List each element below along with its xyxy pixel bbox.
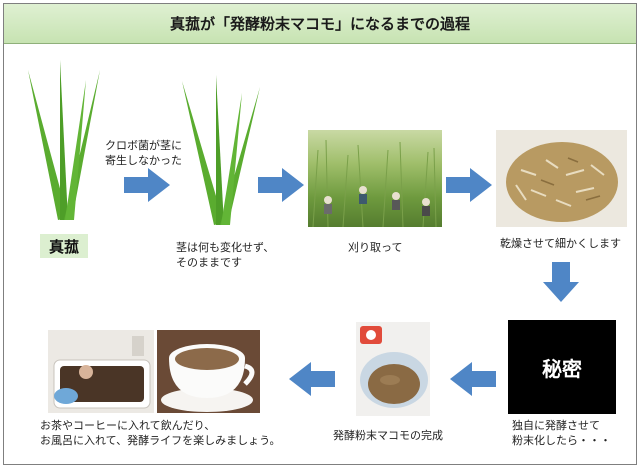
no-change-caption: 茎は何も変化せず、 そのままです: [176, 240, 274, 270]
arrow-left-icon: [289, 362, 335, 396]
kurobo-note-line1: クロボ菌が茎に: [105, 139, 182, 152]
arrow-left-icon: [450, 362, 496, 396]
no-change-line2: そのままです: [176, 256, 242, 269]
makomo-plant-illustration: [28, 60, 100, 220]
makomo-label: 真菰: [40, 234, 88, 258]
powder-bowl-photo: [356, 322, 430, 416]
harvest-photo: [308, 130, 442, 227]
dry-chop-caption: 乾燥させて細かくします: [500, 237, 621, 250]
page-title: 真菰が「発酵粉末マコモ」になるまでの過程: [169, 15, 470, 33]
unchanged-stem-illustration: [182, 75, 260, 225]
ferment-line2: 粉末化したら・・・: [512, 434, 611, 447]
kurobo-note-line2: 寄生しなかった: [105, 154, 182, 167]
ferment-line1: 独自に発酵させて: [512, 419, 600, 432]
usage-line1: お茶やコーヒーに入れて飲んだり、: [40, 419, 216, 432]
complete-caption: 発酵粉末マコモの完成: [333, 429, 443, 442]
arrow-right-icon: [446, 168, 492, 202]
harvest-caption: 刈り取って: [348, 241, 403, 254]
makomo-label-text: 真菰: [48, 237, 79, 256]
no-change-line1: 茎は何も変化せず、: [176, 241, 275, 254]
bath-photo: [48, 330, 154, 413]
kurobo-note: クロボ菌が茎に 寄生しなかった: [105, 138, 182, 168]
title-banner: 真菰が「発酵粉末マコモ」になるまでの過程: [4, 4, 636, 44]
secret-box: 秘密: [508, 320, 616, 414]
usage-caption: お茶やコーヒーに入れて飲んだり、 お風呂に入れて、発酵ライフを楽しみましょう。: [40, 418, 280, 448]
usage-line2: お風呂に入れて、発酵ライフを楽しみましょう。: [40, 434, 281, 447]
arrow-down-icon: [543, 262, 579, 302]
ferment-caption: 独自に発酵させて 粉末化したら・・・: [512, 418, 611, 448]
arrow-right-icon: [124, 168, 170, 202]
secret-label: 秘密: [542, 356, 582, 381]
dried-chopped-photo: [496, 130, 627, 227]
coffee-cup-photo: [157, 330, 260, 413]
arrow-right-icon: [258, 168, 304, 202]
outer-frame: [3, 3, 637, 465]
